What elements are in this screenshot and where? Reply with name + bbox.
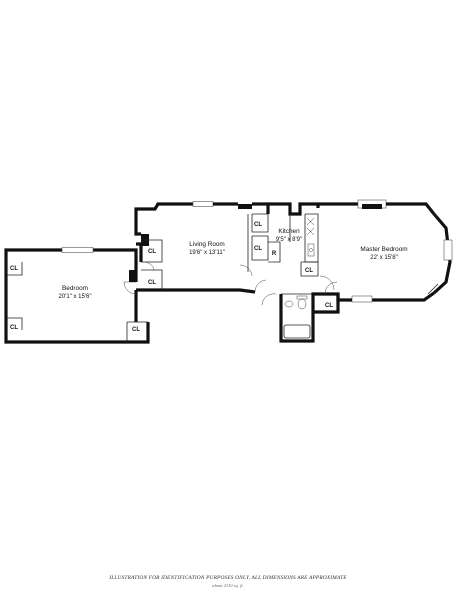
living-room-walls [134,201,277,306]
closet-label: CL [10,266,18,272]
closet-label: CL [305,268,313,274]
closet-label: CL [148,249,156,255]
bedroom-name: Bedroom [62,285,88,292]
refrigerator-label: R [272,251,277,257]
master-bedroom-dims: 22' x 15'8" [370,255,397,261]
master-bedroom-name: Master Bedroom [360,246,407,253]
closet-label: CL [254,246,262,252]
closet-label: CL [325,303,333,309]
master-window-bottom [351,295,373,303]
bedroom-walls [4,247,150,344]
disclaimer-text: ILLUSTRATION FOR IDENTIFICATION PURPOSES… [109,575,347,581]
bedroom-dims: 20'1" x 15'6" [59,294,92,300]
area-note: about 2110 sq. ft. [212,583,244,588]
closet-label: CL [10,325,18,331]
sink-icon [307,243,315,257]
kitchen-dims: 9'5" x 8'9" [276,237,302,243]
living-window-1 [192,201,214,207]
living-room-name: Living Room [189,241,225,248]
kitchen-name: Kitchen [278,228,300,235]
closet-label: CL [254,222,262,228]
closet-label: CL [148,280,156,286]
hall-walls [136,234,256,294]
closet-label: CL [132,327,140,333]
master-window-bay [443,239,453,261]
bedroom-window [61,247,94,253]
living-room-dims: 19'6" x 13'11" [189,250,225,256]
stove-icon [306,217,315,236]
master-bedroom-walls [318,199,453,303]
